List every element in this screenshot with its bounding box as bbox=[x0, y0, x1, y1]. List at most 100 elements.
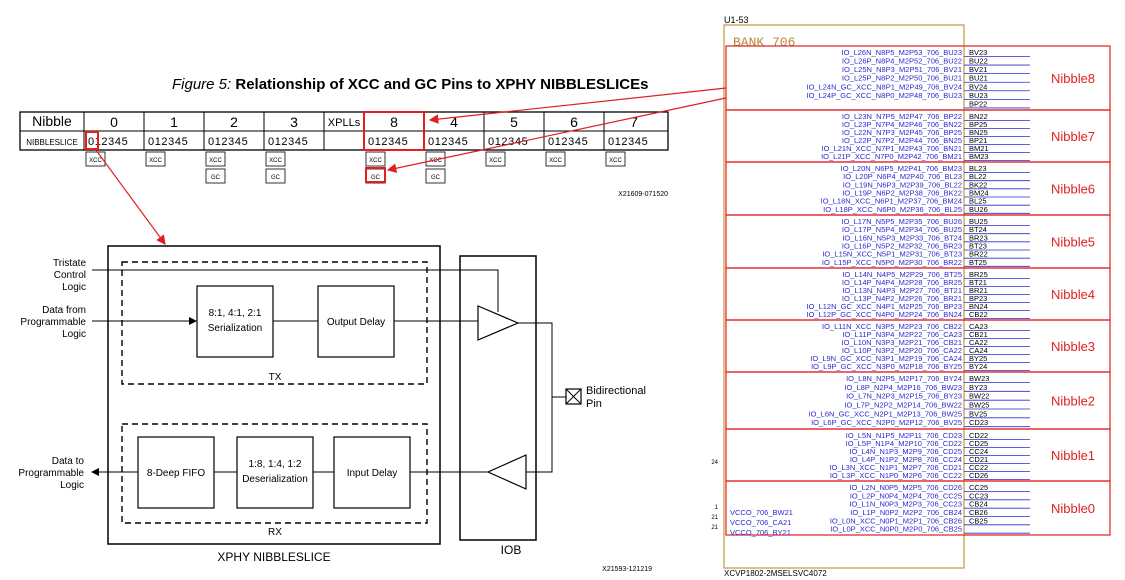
side-fragment: 21 bbox=[711, 515, 718, 521]
pin-name: IO_L1N_N0P3_M2P3_706_CC23 bbox=[849, 500, 962, 509]
pin-name: IO_L4N_N1P3_M2P9_706_CD25 bbox=[849, 447, 962, 456]
pin-name: IO_L9P_GC_XCC_N3P0_M2P18_706_BY25 bbox=[811, 362, 962, 371]
nibble-id: 0 bbox=[110, 114, 118, 130]
pin-name: IO_L23P_N7P4_M2P46_706_BN22 bbox=[842, 120, 962, 129]
figure-title-text: Relationship of XCC and GC Pins to XPHY … bbox=[235, 76, 649, 93]
pin-name: IO_L17N_N5P5_M2P35_706_BU26 bbox=[841, 217, 962, 226]
pin-ball: CB24 bbox=[969, 500, 988, 509]
pin-name: IO_L21N_XCC_N7P1_M2P43_706_BN21 bbox=[821, 144, 962, 153]
nibbleslice-row-label: NIBBLESLICE bbox=[26, 138, 78, 147]
fifo-block bbox=[137, 436, 215, 509]
pin-ball: CC22 bbox=[969, 463, 988, 472]
pin-ball: BY23 bbox=[969, 383, 987, 392]
pin-ball: CD26 bbox=[969, 471, 988, 480]
tristate-wire bbox=[92, 269, 499, 312]
pin-to-gc-arrow bbox=[386, 97, 727, 173]
pin-ball: BT21 bbox=[969, 278, 987, 287]
pin-name: IO_L11N_XCC_N3P5_M2P23_706_CB22 bbox=[822, 322, 962, 331]
pin-name: IO_L24P_GC_XCC_N8P0_M2P48_706_BU23 bbox=[806, 91, 962, 100]
table-figure-code: X21609-071520 bbox=[618, 191, 668, 198]
nibble-id: 3 bbox=[290, 114, 298, 130]
nibble-id: 6 bbox=[570, 114, 578, 130]
pin-name: IO_L5P_N1P4_M2P10_706_CD22 bbox=[846, 439, 962, 448]
part-number: XCVP1802-2MSELSVC4072 bbox=[724, 569, 827, 578]
tristate-label-2: Control bbox=[54, 270, 86, 281]
side-fragment: 21 bbox=[711, 525, 718, 531]
pin-name: IO_L2P_N0P4_M2P4_706_CC25 bbox=[850, 491, 962, 500]
nibble-group-label: Nibble6 bbox=[1051, 182, 1095, 197]
pin-ball: BM23 bbox=[969, 152, 989, 161]
nibble-id: 4 bbox=[450, 114, 458, 130]
pin-ball: CC25 bbox=[969, 483, 988, 492]
pin-to-nibble8-arrow bbox=[428, 87, 727, 124]
pin-ball: BV25 bbox=[969, 409, 987, 418]
pin-ball: BR22 bbox=[969, 250, 988, 259]
pin-ball: BL22 bbox=[969, 172, 987, 181]
pin-name: IO_L0N_XCC_N0P1_M2P1_706_CB26 bbox=[830, 516, 962, 525]
nibble-slices: 012345 bbox=[268, 136, 308, 148]
data-from-label-3: Logic bbox=[62, 329, 86, 340]
schematic-symbol: U1-53 BANK 706 XCVP1802-2MSELSVC4072 Nib… bbox=[711, 15, 1111, 578]
nibbleslice-label: XPHY NIBBLESLICE bbox=[217, 550, 330, 564]
pin-name: IO_L25N_N8P3_M2P51_706_BV21 bbox=[842, 65, 962, 74]
pin-ball: BP22 bbox=[969, 99, 987, 108]
pin-name: IO_L26P_N8P4_M2P52_706_BU22 bbox=[842, 57, 962, 66]
vcco-pin: VCCO_706_CA21 bbox=[730, 518, 791, 527]
pin-ball: CC24 bbox=[969, 447, 988, 456]
pin-name: IO_L17P_N5P4_M2P34_706_BU25 bbox=[842, 225, 962, 234]
serialization-label: Serialization bbox=[208, 323, 262, 334]
nibble-slices: 012345 bbox=[428, 136, 468, 148]
rx-label: RX bbox=[268, 527, 282, 538]
pin-name: IO_L6P_GC_XCC_N2P0_M2P12_706_BV25 bbox=[811, 418, 962, 427]
nibble-slices: 012345 bbox=[608, 136, 648, 148]
pin-ball: BL23 bbox=[969, 164, 987, 173]
nibble-group-label: Nibble0 bbox=[1051, 501, 1095, 516]
nibble-group-box bbox=[725, 480, 1111, 536]
nibble8-highlight bbox=[363, 111, 425, 151]
pin-ball: BU26 bbox=[969, 205, 988, 214]
pin-name: IO_L8N_N2P5_M2P17_706_BY24 bbox=[846, 374, 962, 383]
pin-ball: CA22 bbox=[969, 338, 988, 347]
output-delay-block bbox=[317, 285, 395, 358]
iob-label: IOB bbox=[501, 543, 522, 557]
pin-ball: CC23 bbox=[969, 491, 988, 500]
pin-tag-xcc: XCC bbox=[369, 158, 382, 164]
pin-ball: BU23 bbox=[969, 91, 988, 100]
pin-name: IO_L10P_N3P2_M2P20_706_CA22 bbox=[842, 346, 962, 355]
pin-tag-xcc: XCC bbox=[489, 158, 502, 164]
nibbleslice-box bbox=[107, 245, 441, 545]
nibble-id: 7 bbox=[630, 114, 638, 130]
serialization-block bbox=[196, 285, 274, 358]
pin-ball: BR23 bbox=[969, 233, 988, 242]
nibble-slices: 012345 bbox=[88, 136, 128, 148]
data-to-label-2: Programmable bbox=[18, 468, 84, 479]
pin-ball: CB25 bbox=[969, 516, 988, 525]
pin-tag-box bbox=[365, 151, 386, 167]
nibble-group-label: Nibble7 bbox=[1051, 129, 1095, 144]
fifo-label: 8-Deep FIFO bbox=[147, 468, 206, 479]
data-to-label-3: Logic bbox=[60, 480, 84, 491]
nibble-group-label: Nibble8 bbox=[1051, 71, 1095, 86]
pin-ball: BN24 bbox=[969, 302, 988, 311]
nibble-row-label: Nibble bbox=[32, 113, 72, 129]
pin-name: IO_L12P_GC_XCC_N4P0_M2P24_706_BN24 bbox=[806, 310, 962, 319]
pin-name: IO_L16P_N5P2_M2P32_706_BR23 bbox=[842, 242, 962, 251]
nibble8-gc-highlight bbox=[365, 167, 386, 183]
pin-ball: BN25 bbox=[969, 128, 988, 137]
serialization-ratio: 8:1, 4:1, 2:1 bbox=[209, 308, 262, 319]
pin-tag-xcc: XCC bbox=[89, 158, 102, 164]
pin-name: IO_L14N_N4P5_M2P29_706_BT25 bbox=[842, 270, 962, 279]
xplls-label: XPLLs bbox=[328, 117, 361, 129]
pin-name: IO_L13N_N4P3_M2P27_706_BT21 bbox=[842, 286, 962, 295]
pin-name: IO_L3P_XCC_N1P0_M2P6_706_CC22 bbox=[830, 471, 962, 480]
pin-name: IO_L20N_N6P5_M2P41_706_BM23 bbox=[841, 164, 962, 173]
nibble-slices: 012345 bbox=[208, 136, 248, 148]
nibble-slices: 012345 bbox=[148, 136, 188, 148]
bank-label: BANK 706 bbox=[733, 35, 795, 50]
deserialization-block bbox=[236, 436, 314, 509]
nibble-slices: 012345 bbox=[488, 136, 528, 148]
pin-ball: BW25 bbox=[969, 401, 989, 410]
deserialization-label: Deserialization bbox=[242, 474, 308, 485]
tristate-label-3: Logic bbox=[62, 282, 86, 293]
